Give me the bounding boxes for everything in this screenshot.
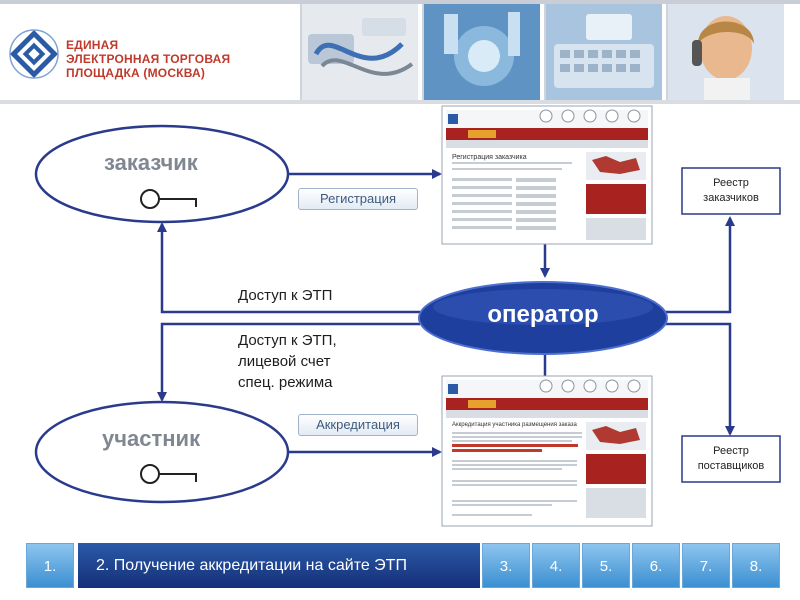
customer-registry-label: Реестр заказчиков [682,176,780,206]
participant-label: участник [102,426,201,451]
key-icon [140,464,197,484]
access-etp-label: Доступ к ЭТП [238,287,333,304]
logo-line-3: ПЛОЩАДКА (МОСКВА) [66,66,206,80]
accreditation-screen-heading: Аккредитация участника размещения заказа [452,422,577,428]
nav-step-3[interactable]: 3. [482,543,530,588]
nav-step-2-active[interactable]: 2. Получение аккредитации на сайте ЭТП [78,543,480,588]
photo-keyboard [544,4,662,100]
supplier-registry-line-2: поставщиков [697,460,765,472]
etp-logo-icon [9,29,59,79]
registration-tag: Регистрация [298,188,418,210]
operator-ellipse [418,281,668,355]
diagram-connectors [34,105,781,527]
logo-line-1: ЕДИНАЯ [66,38,119,52]
participant-ellipse [34,400,290,504]
customer-registry-line-1: Реестр [713,177,749,189]
photo-cables [300,4,418,100]
registration-screen-thumbnail [441,105,653,245]
diagram: Регистрация заказчика Аккредитация участ… [0,104,800,534]
access-etp-full-line-1: Доступ к ЭТП, [238,332,337,349]
access-etp-full-line-2: лицевой счет [238,353,331,370]
logo-line-2: ЭЛЕКТРОННАЯ ТОРГОВАЯ [66,52,231,66]
customer-label: заказчик [104,150,198,175]
nav-step-8[interactable]: 8. [732,543,780,588]
arrow-operator-to-customer [157,222,420,314]
supplier-registry-line-1: Реестр [713,445,749,457]
supplier-registry-box [681,435,781,483]
arrow-operator-to-participant [157,322,420,402]
header-top-line [0,0,800,4]
accreditation-tag: Аккредитация [298,414,418,436]
key-icon [140,189,197,209]
customer-registry-box [681,167,781,215]
arrow-operator-to-supplier-registry [660,322,735,436]
logo-text: ЕДИНАЯ ЭЛЕКТРОННАЯ ТОРГОВАЯ ПЛОЩАДКА (МО… [66,38,286,80]
registration-screen-heading: Регистрация заказчика [452,154,527,161]
accreditation-screen-thumbnail [441,375,653,527]
supplier-registry-label: Реестр поставщиков [682,444,780,474]
header: ЕДИНАЯ ЭЛЕКТРОННАЯ ТОРГОВАЯ ПЛОЩАДКА (МО… [0,0,800,104]
header-rule [0,100,800,104]
operator-label: оператор [487,301,599,328]
nav-step-6[interactable]: 6. [632,543,680,588]
nav-step-5[interactable]: 5. [582,543,630,588]
photo-lab [422,4,540,100]
access-etp-full-line-3: спец. режима [238,374,333,391]
photo-operator-woman [666,4,784,100]
arrow-operator-to-customer-registry [660,216,735,314]
customer-registry-line-2: заказчиков [703,192,759,204]
nav-step-1[interactable]: 1. [26,543,74,588]
nav-step-7[interactable]: 7. [682,543,730,588]
nav-step-4[interactable]: 4. [532,543,580,588]
